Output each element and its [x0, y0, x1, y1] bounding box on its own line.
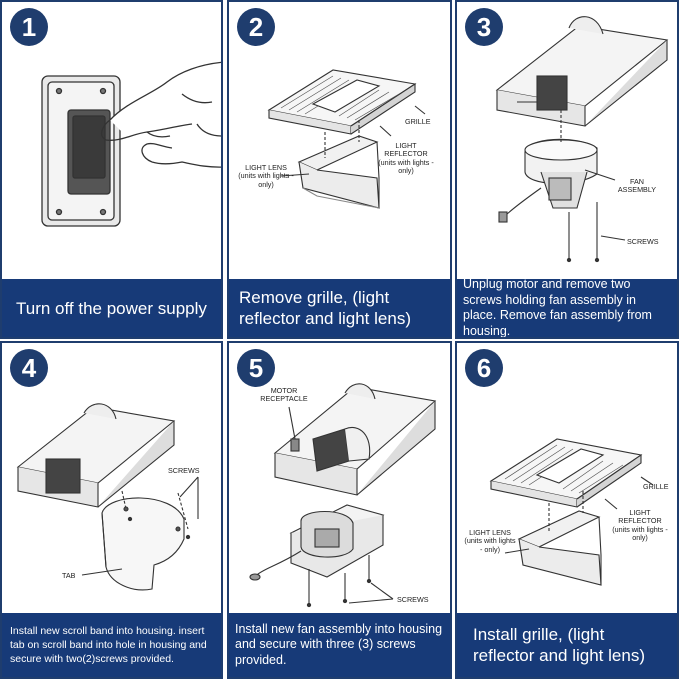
- step-number-badge: 5: [237, 349, 275, 387]
- tab-label: TAB: [62, 571, 76, 580]
- light-switch-illustration: [41, 61, 221, 227]
- grille-removal-illustration: [267, 69, 426, 209]
- step-3-panel: FAN ASSEMBLY SCREWS 3 Unplug motor and r…: [455, 0, 679, 339]
- caption-text: Install grille, (light reflector and lig…: [473, 625, 645, 665]
- scroll-band-install-illustration: [16, 403, 199, 591]
- step-4-panel: SCREWS TAB 4 Install new scroll band int…: [0, 341, 223, 679]
- step-6-panel: GRILLE LIGHT REFLECTOR (units with light…: [455, 341, 679, 679]
- caption-text: Install new fan assembly into housing an…: [235, 621, 443, 667]
- step-number-badge: 1: [10, 8, 48, 46]
- caption-text: Install new scroll band into housing. in…: [10, 625, 207, 665]
- grille-label: GRILLE: [405, 117, 431, 126]
- grille-install-illustration: [489, 438, 654, 586]
- fan-assembly-removal-illustration: [495, 16, 669, 263]
- step-number-badge: 6: [465, 349, 503, 387]
- grille-label: GRILLE: [643, 482, 669, 491]
- caption-text: Remove grille, (light reflector and ligh…: [239, 288, 411, 328]
- step-caption: Remove grille, (light reflector and ligh…: [229, 279, 450, 337]
- light-lens-label: LIGHT LENS (units with lights - only): [464, 528, 516, 554]
- screws-label: SCREWS: [168, 466, 200, 475]
- step-number-badge: 4: [10, 349, 48, 387]
- step-caption: Install new fan assembly into housing an…: [229, 613, 450, 677]
- step-caption: Unplug motor and remove two screws holdi…: [457, 277, 677, 338]
- screws-label: SCREWS: [627, 237, 659, 246]
- motor-receptacle-label: MOTOR RECEPTACLE: [260, 386, 308, 404]
- step-2-panel: GRILLE LIGHT REFLECTOR (units with light…: [227, 0, 452, 339]
- light-reflector-label: LIGHT REFLECTOR (units with lights - onl…: [378, 141, 434, 176]
- step-caption: Install grille, (light reflector and lig…: [457, 613, 677, 677]
- step-5-panel: MOTOR RECEPTACLE SCREWS 5 Install new fa…: [227, 341, 452, 679]
- screws-label: SCREWS: [397, 595, 429, 604]
- caption-text: Unplug motor and remove two screws holdi…: [463, 277, 652, 338]
- step-1-panel: 1 Turn off the power supply: [0, 0, 223, 339]
- caption-text: Turn off the power supply: [16, 298, 207, 318]
- step-number-badge: 2: [237, 8, 275, 46]
- fan-assembly-install-illustration: [249, 383, 437, 608]
- fan-assembly-label: FAN ASSEMBLY: [617, 177, 657, 195]
- step-number-badge: 3: [465, 8, 503, 46]
- light-reflector-label: LIGHT REFLECTOR (units with lights - onl…: [612, 508, 668, 543]
- step-caption: Turn off the power supply: [2, 279, 221, 337]
- light-lens-label: LIGHT LENS (units with lights - only): [238, 163, 294, 189]
- step-caption: Install new scroll band into housing. in…: [2, 613, 221, 677]
